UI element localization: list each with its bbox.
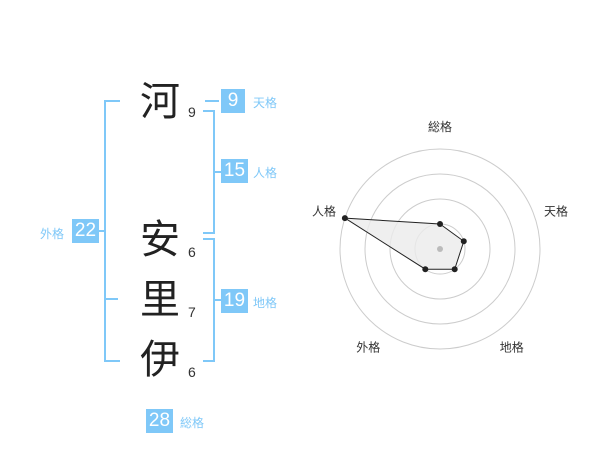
stroke-count-3: 7 xyxy=(188,304,196,320)
radar-axis-label: 人格 xyxy=(312,203,336,218)
name-char-1: 河 xyxy=(140,79,180,125)
radar-point xyxy=(437,221,443,227)
gaikaku-label: 外格 xyxy=(40,227,65,241)
radar-polygon xyxy=(344,217,465,270)
gaikaku-bracket-mid xyxy=(98,230,106,232)
radar-point xyxy=(341,215,348,222)
jinkaku-value: 15 xyxy=(221,159,248,183)
radar-point xyxy=(460,238,467,245)
chikaku-bracket-mid xyxy=(213,299,221,301)
name-char-3: 里 xyxy=(140,277,180,323)
radar-axis-label: 総格 xyxy=(428,119,452,134)
chikaku-value: 19 xyxy=(221,289,248,313)
stroke-count-1: 9 xyxy=(188,104,196,120)
radar-ring xyxy=(339,148,541,350)
tenkaku-value: 9 xyxy=(221,89,245,113)
radar-ring xyxy=(364,173,516,325)
stroke-count-4: 6 xyxy=(188,364,196,380)
radar-point xyxy=(422,266,429,273)
tenkaku-bracket xyxy=(205,100,219,102)
radar-axis-label: 地格 xyxy=(500,340,524,355)
soukaku-value: 28 xyxy=(146,409,173,433)
tenkaku-label: 天格 xyxy=(253,96,278,110)
jinkaku-label: 人格 xyxy=(253,166,278,180)
gaikaku-value: 22 xyxy=(72,219,99,243)
chikaku-label: 地格 xyxy=(253,296,278,310)
radar-center-dot xyxy=(437,246,443,252)
soukaku-label: 総格 xyxy=(180,416,205,430)
name-char-4: 伊 xyxy=(140,337,180,383)
jinkaku-bracket-mid xyxy=(213,171,221,173)
radar-point xyxy=(451,266,458,273)
radar-ring xyxy=(389,198,491,300)
radar-axis-label: 天格 xyxy=(544,203,568,218)
gaikaku-bracket-tick xyxy=(104,298,118,300)
radar-axis-label: 外格 xyxy=(356,340,380,355)
name-char-2: 安 xyxy=(140,217,180,263)
stroke-count-2: 6 xyxy=(188,244,196,260)
